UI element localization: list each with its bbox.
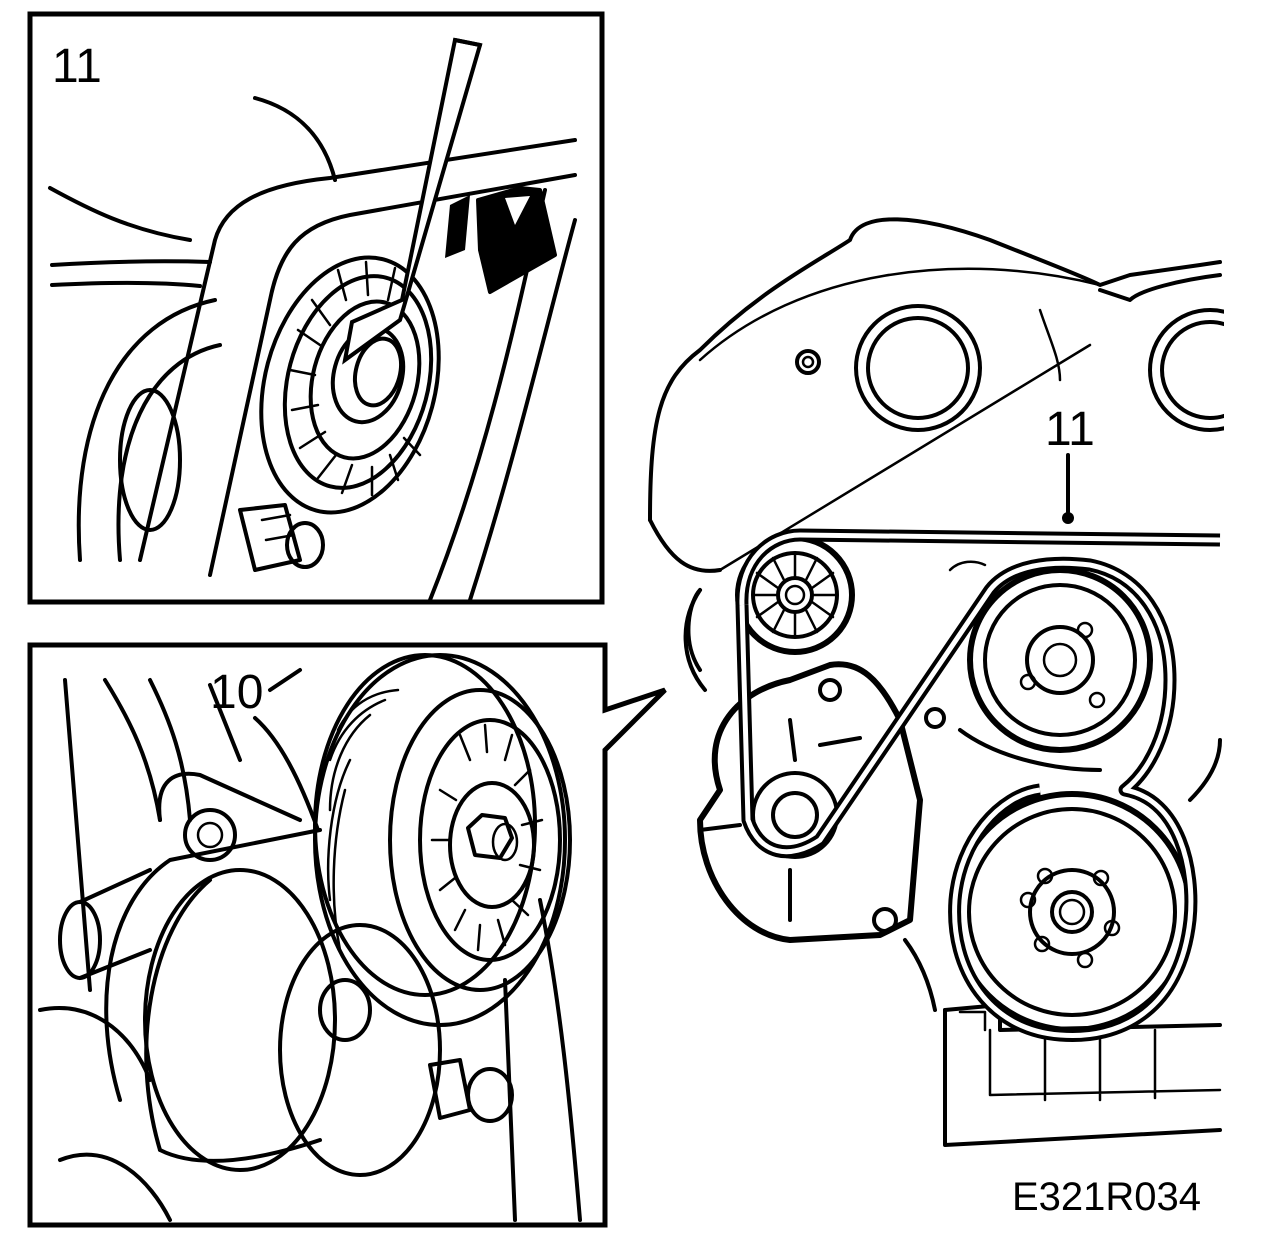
figure-code: E321R034 bbox=[1012, 1175, 1201, 1219]
tensioner-closeup-drawing bbox=[48, 37, 577, 602]
top-inset-panel: 11 bbox=[27, 11, 605, 605]
bottom-inset-panel: 10 bbox=[27, 642, 667, 1228]
engine-belt-routing-view bbox=[648, 217, 1224, 1147]
top-inset-step-number: 11 bbox=[52, 40, 102, 93]
main-callout-number: 11 bbox=[1045, 403, 1095, 456]
idler-pulley-drawing bbox=[38, 653, 582, 1222]
bottom-inset-step-number: 10 bbox=[210, 666, 263, 719]
